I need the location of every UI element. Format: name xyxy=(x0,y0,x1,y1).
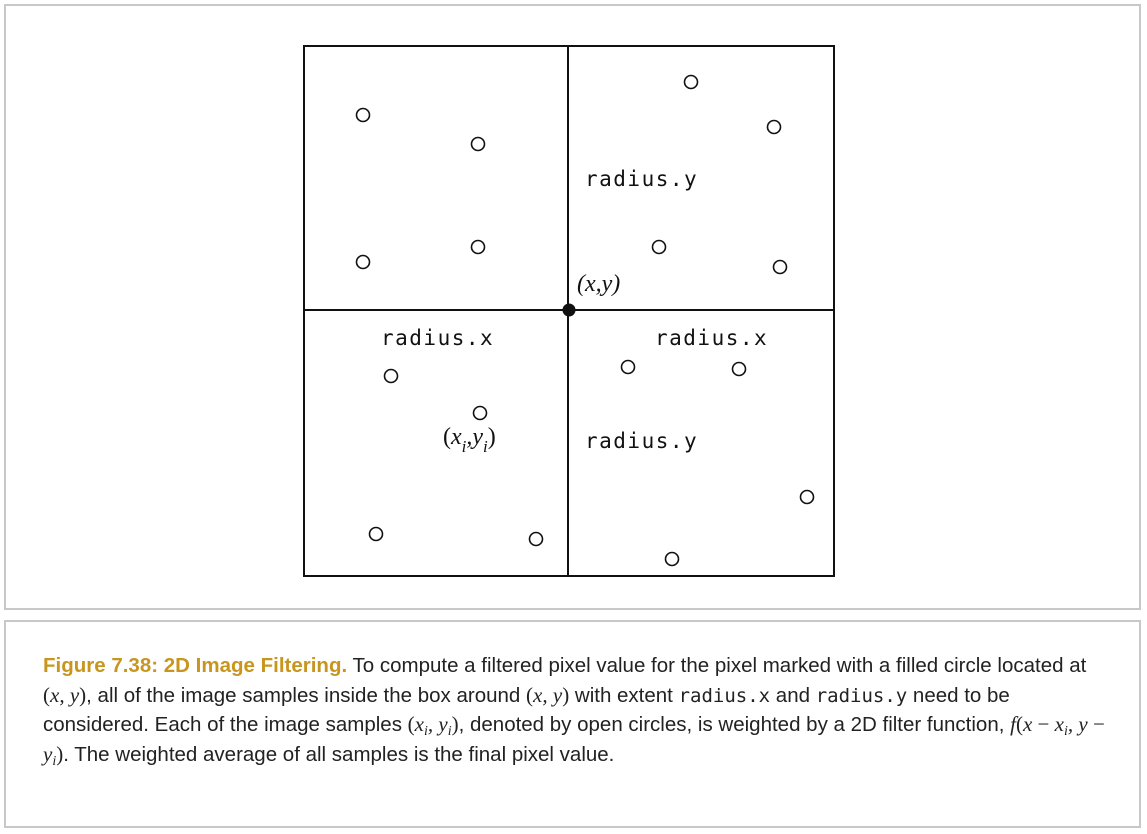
sample-point-9 xyxy=(383,368,399,384)
filter-diagram: radius.y radius.x radius.x radius.y (x,y… xyxy=(303,45,835,577)
caption-sample-xy: (xi, yi) xyxy=(407,712,459,739)
caption-radius-x: radius.x xyxy=(678,684,771,707)
center-pixel-point xyxy=(562,303,576,317)
radius-x-label-left: radius.x xyxy=(381,326,494,350)
sample-x-var: x xyxy=(450,424,462,450)
caption-text-1: To compute a filtered pixel value for th… xyxy=(347,654,1087,677)
caption-filter-expression: f(x − xi, y − yi) xyxy=(43,712,1105,769)
radius-x-label-right: radius.x xyxy=(655,326,768,350)
sample-point-10 xyxy=(472,405,488,421)
caption-panel: Figure 7.38: 2D Image Filtering. To comp… xyxy=(4,620,1141,828)
sample-point-13 xyxy=(620,359,636,375)
caption-text-3: with extent xyxy=(569,683,679,707)
sample-y-var: y xyxy=(470,424,483,450)
sample-point-1 xyxy=(355,107,371,123)
radius-y-label-top: radius.y xyxy=(585,167,698,191)
caption-radius-y: radius.y xyxy=(815,684,908,707)
radius-y-label-bottom: radius.y xyxy=(585,429,698,453)
sample-point-11 xyxy=(368,526,384,542)
caption-xy-2: (x, y) xyxy=(526,682,570,707)
center-point-label: (x,y) xyxy=(577,271,620,297)
caption-text-2: , all of the image samples inside the bo… xyxy=(86,683,527,707)
sample-x-subscript: i xyxy=(462,437,467,456)
figure-caption: Figure 7.38: 2D Image Filtering. To comp… xyxy=(43,652,1108,769)
sample-point-4 xyxy=(470,239,486,255)
sample-point-2 xyxy=(470,136,486,152)
sample-point-8 xyxy=(772,259,788,275)
caption-text-6: , denoted by open circles, is weighted b… xyxy=(458,713,1011,736)
sample-point-15 xyxy=(799,489,815,505)
caption-xy-1: (x, y) xyxy=(43,682,87,707)
caption-text-5: need to be considered. Each of the image… xyxy=(43,683,1010,737)
sample-point-7 xyxy=(651,239,667,255)
sample-point-12 xyxy=(528,531,544,547)
sample-point-5 xyxy=(683,74,699,90)
sample-y-subscript: i xyxy=(483,437,488,456)
caption-text-4: and xyxy=(770,683,816,707)
sample-point-16 xyxy=(664,551,680,567)
caption-text-7: . The weighted average of all samples is… xyxy=(63,742,615,766)
image-samples xyxy=(355,74,815,567)
figure-title: Figure 7.38: 2D Image Filtering. xyxy=(43,654,348,677)
sample-point-label: (xi,yi) xyxy=(443,424,496,456)
sample-point-6 xyxy=(766,119,782,135)
sample-point-14 xyxy=(731,361,747,377)
sample-point-3 xyxy=(355,254,371,270)
figure-panel: radius.y radius.x radius.x radius.y (x,y… xyxy=(4,4,1141,610)
